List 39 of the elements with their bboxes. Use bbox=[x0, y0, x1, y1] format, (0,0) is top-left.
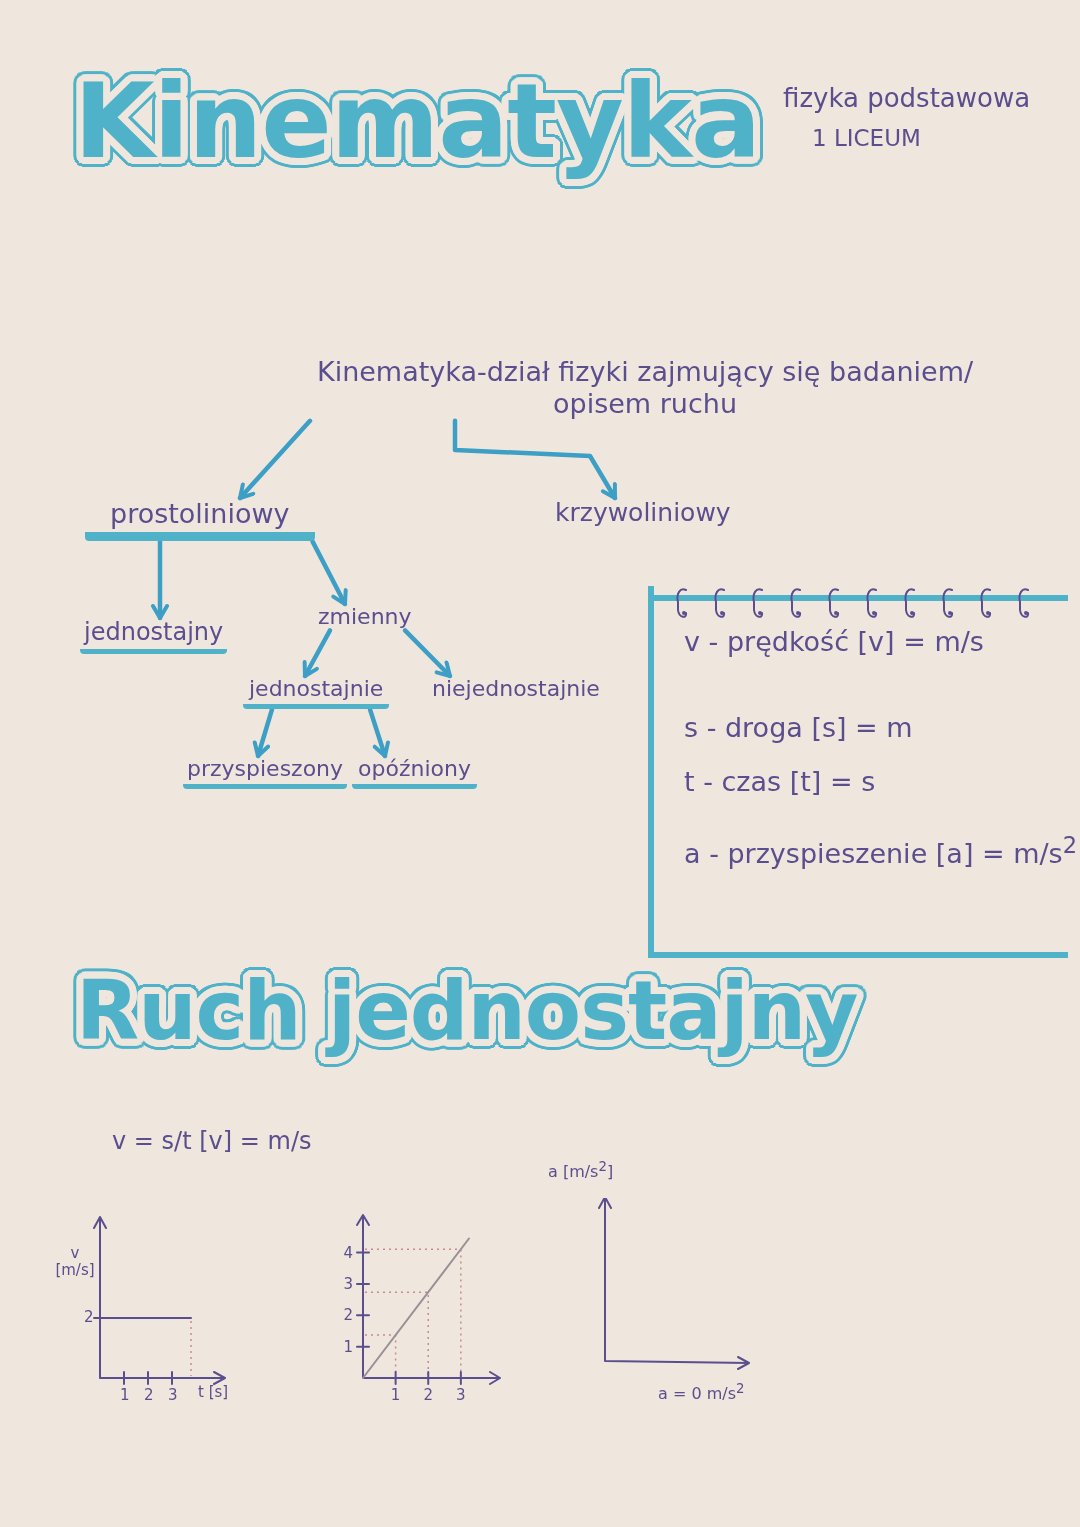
tree-term: jednostajnie bbox=[243, 676, 390, 710]
formula-text: a - przyspieszenie [a] = m/s$^{2}$ bbox=[684, 832, 1077, 871]
tick-label: 1 bbox=[390, 1387, 401, 1404]
definition-sentence: Kinematyka-dział fizyki zajmujący się badaniem/ opisem ruchu bbox=[300, 356, 990, 421]
formula-text: s - droga [s] = m bbox=[684, 712, 913, 745]
arrow bbox=[237, 418, 313, 501]
arrow bbox=[151, 539, 169, 621]
arrow bbox=[302, 628, 333, 679]
arrow bbox=[367, 707, 390, 759]
arrow bbox=[310, 539, 348, 607]
tree-term: prostoliniowy bbox=[85, 498, 315, 542]
formula-text: v - prędkość [v] = m/s bbox=[684, 626, 984, 659]
axis-label: t [s] bbox=[198, 1384, 229, 1401]
formula-text: v = s/t [v] = m/s bbox=[112, 1128, 312, 1155]
tick-label: 2 bbox=[423, 1387, 433, 1404]
tick-label: 1 bbox=[343, 1338, 353, 1355]
tree-term: niejednostajnie bbox=[432, 676, 600, 703]
axis-label: v [m/s] bbox=[54, 1245, 96, 1278]
arrow bbox=[452, 418, 618, 501]
arrow bbox=[402, 628, 453, 679]
formula-text: t - czas [t] = s bbox=[684, 766, 876, 799]
tree-term: jednostajny bbox=[80, 618, 228, 654]
tick-label: 4 bbox=[343, 1244, 353, 1261]
tick-label: 3 bbox=[343, 1275, 353, 1293]
tick-label: 3 bbox=[168, 1387, 178, 1404]
subtitle-note: 1 LICEUM bbox=[812, 126, 921, 152]
tick-label: 2 bbox=[343, 1307, 353, 1324]
tree-term: krzywoliniowy bbox=[555, 498, 731, 528]
subtitle-note: fizyka podstawowa bbox=[783, 84, 1031, 113]
tick-label: 2 bbox=[84, 1309, 94, 1326]
tree-term: opóźniony bbox=[352, 756, 477, 790]
arrow bbox=[252, 707, 275, 759]
axis-label: a [m/s$^{2}$] bbox=[548, 1160, 614, 1181]
tick-label: 1 bbox=[120, 1387, 130, 1404]
tree-term: przyspieszony bbox=[183, 756, 348, 790]
tick-label: 3 bbox=[456, 1387, 466, 1404]
tree-term: zmienny bbox=[318, 604, 412, 631]
graph-note: a = 0 m/s$^{2}$ bbox=[658, 1382, 745, 1403]
tick-label: 2 bbox=[144, 1387, 154, 1404]
